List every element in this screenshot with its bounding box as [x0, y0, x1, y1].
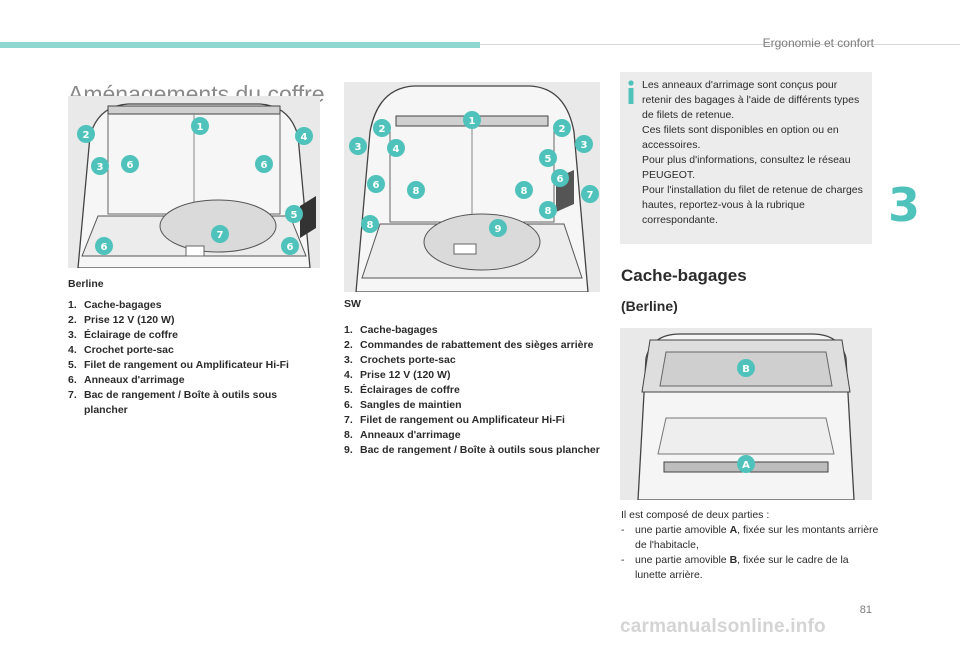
info-paragraph: Pour l'installation du filet de retenue … — [642, 184, 863, 226]
callout-berline-7: 7 — [211, 225, 229, 243]
section-heading: Cache-bagages — [621, 266, 747, 285]
info-text: Les anneaux d'arrimage sont conçus pour … — [642, 78, 866, 228]
legend-item: 1.Cache-bagages — [344, 324, 438, 336]
legend-item: 7.Filet de rangement ou Amplificateur Hi… — [344, 414, 565, 426]
callout-berline-6: 6 — [281, 237, 299, 255]
callout-label: 8 — [521, 186, 528, 197]
callout-label: 6 — [101, 242, 108, 253]
legend-item: 7.Bac de rangement / Boîte à outils sous… — [68, 389, 278, 416]
berline-trunk-diagram: 1 2 3 4 5 6 6 6 6 7 — [68, 96, 320, 268]
callout-label: 4 — [301, 132, 308, 143]
legend-item: 5.Filet de rangement ou Amplificateur Hi… — [68, 359, 289, 371]
callout-a: A — [737, 455, 755, 473]
callout-sw-8: 8 — [361, 215, 379, 233]
info-box: Les anneaux d'arrimage sont conçus pour … — [620, 72, 872, 244]
callout-label: 6 — [127, 160, 134, 171]
legend-item: 4.Prise 12 V (120 W) — [344, 369, 451, 381]
callout-sw-9: 9 — [489, 219, 507, 237]
callout-sw-6: 6 — [551, 169, 569, 187]
legend-item: 3.Crochets porte-sac — [344, 354, 456, 366]
callout-berline-2: 2 — [77, 125, 95, 143]
sw-trunk-diagram: 1 2 2 3 3 4 5 6 6 7 8 8 8 8 9 — [344, 82, 600, 292]
legend-item: 8.Anneaux d'arrimage — [344, 429, 461, 441]
callout-label: 2 — [379, 124, 386, 135]
callout-sw-4: 4 — [387, 139, 405, 157]
info-paragraph: Ces filets sont disponibles en option ou… — [642, 124, 839, 151]
callout-sw-8: 8 — [539, 201, 557, 219]
sw-label: SW — [344, 298, 361, 310]
legend-item: 5.Éclairages de coffre — [344, 384, 460, 396]
callout-label: 3 — [355, 142, 362, 153]
callout-label: 8 — [367, 220, 374, 231]
berline-legend: 1.Cache-bagages 2.Prise 12 V (120 W) 3.É… — [68, 298, 318, 418]
description-intro: Il est composé de deux parties : — [621, 509, 770, 521]
chapter-number: 3 — [887, 178, 920, 232]
section-label: Ergonomie et confort — [762, 36, 874, 50]
callout-label: 6 — [557, 174, 564, 185]
watermark: carmanualsonline.info — [620, 616, 826, 637]
callout-label: 3 — [581, 140, 588, 151]
page-number: 81 — [859, 604, 872, 616]
callout-sw-3: 3 — [575, 135, 593, 153]
part-item: - une partie amovible B, fixée sur le ca… — [621, 554, 849, 581]
callout-label: 1 — [197, 122, 204, 133]
callout-sw-2: 2 — [553, 119, 571, 137]
info-icon — [628, 80, 634, 104]
callout-sw-1: 1 — [463, 111, 481, 129]
legend-item: 3.Éclairage de coffre — [68, 329, 178, 341]
callout-berline-3: 3 — [91, 157, 109, 175]
callout-label: 7 — [587, 190, 594, 201]
legend-item: 4.Crochet porte-sac — [68, 344, 174, 356]
header-rule — [480, 44, 960, 45]
legend-item: 6.Anneaux d'arrimage — [68, 374, 185, 386]
callout-label: 2 — [559, 124, 566, 135]
callout-label: 3 — [97, 162, 104, 173]
callout-sw-2: 2 — [373, 119, 391, 137]
legend-item: 6.Sangles de maintien — [344, 399, 462, 411]
berline-label: Berline — [68, 278, 104, 290]
callout-sw-8: 8 — [407, 181, 425, 199]
callout-sw-6: 6 — [367, 175, 385, 193]
callout-sw-8: 8 — [515, 181, 533, 199]
legend-item: 9.Bac de rangement / Boîte à outils sous… — [344, 444, 600, 456]
callout-label: 9 — [495, 224, 502, 235]
legend-item: 2.Commandes de rabattement des sièges ar… — [344, 339, 594, 351]
callout-label: 6 — [261, 160, 268, 171]
info-paragraph: Les anneaux d'arrimage sont conçus pour … — [642, 79, 860, 121]
callout-berline-6: 6 — [121, 155, 139, 173]
callout-label: 8 — [545, 206, 552, 217]
callout-sw-3: 3 — [349, 137, 367, 155]
callout-label: 5 — [291, 210, 298, 221]
callout-label: 8 — [413, 186, 420, 197]
callout-berline-4: 4 — [295, 127, 313, 145]
cache-bagages-diagram: A B — [620, 328, 872, 500]
callout-berline-6: 6 — [255, 155, 273, 173]
callout-sw-7: 7 — [581, 185, 599, 203]
callout-berline-6: 6 — [95, 237, 113, 255]
legend-item: 2.Prise 12 V (120 W) — [68, 314, 175, 326]
info-paragraph: Pour plus d'informations, consultez le r… — [642, 154, 851, 181]
callout-label: 6 — [373, 180, 380, 191]
callout-sw-5: 5 — [539, 149, 557, 167]
chapter-color-bar — [0, 42, 480, 48]
callout-label: 4 — [393, 144, 400, 155]
callout-label: 7 — [217, 230, 224, 241]
section-subheading: (Berline) — [621, 298, 678, 314]
callout-label: A — [742, 460, 750, 471]
callout-berline-1: 1 — [191, 117, 209, 135]
callout-label: 2 — [83, 130, 90, 141]
callout-label: 1 — [469, 116, 476, 127]
callout-label: 5 — [545, 154, 552, 165]
callout-label: 6 — [287, 242, 294, 253]
part-item: - une partie amovible A, fixée sur les m… — [621, 524, 879, 551]
callout-label: B — [742, 364, 750, 375]
legend-item: 1.Cache-bagages — [68, 299, 162, 311]
callout-berline-5: 5 — [285, 205, 303, 223]
sw-legend: 1.Cache-bagages 2.Commandes de rabatteme… — [344, 323, 600, 458]
cache-bagages-description: Il est composé de deux parties : - une p… — [621, 508, 881, 583]
callout-b: B — [737, 359, 755, 377]
